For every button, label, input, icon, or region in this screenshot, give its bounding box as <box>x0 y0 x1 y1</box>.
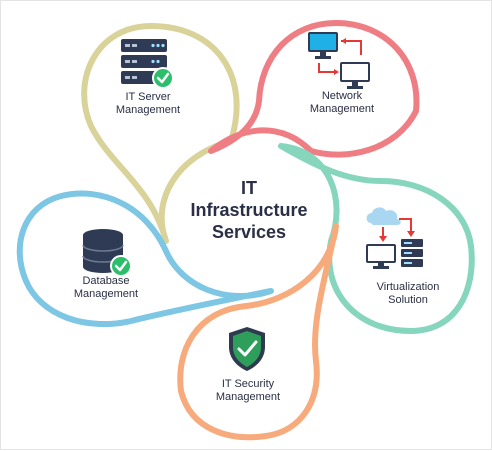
database-icon <box>82 229 132 277</box>
petal-database <box>16 190 274 327</box>
label-network-management: Network Management <box>309 90 375 115</box>
petal-it-server <box>81 23 240 244</box>
label-virtualization-solution: Virtualization Solution <box>376 281 440 306</box>
petal-outlines <box>16 20 475 441</box>
server-icon <box>121 39 174 89</box>
cloud-server-icon <box>366 207 423 269</box>
label-it-server-management: IT Server Management <box>115 91 181 116</box>
label-database-management: Database Management <box>73 275 139 300</box>
center-title: IT Infrastructure Services <box>190 178 308 242</box>
shield-icon <box>229 327 265 371</box>
petal-network <box>208 20 420 158</box>
petal-virtualization <box>278 143 475 334</box>
petal-it-security <box>177 223 339 441</box>
network-icon <box>308 32 370 89</box>
label-it-security-management: IT Security Management <box>215 378 281 403</box>
